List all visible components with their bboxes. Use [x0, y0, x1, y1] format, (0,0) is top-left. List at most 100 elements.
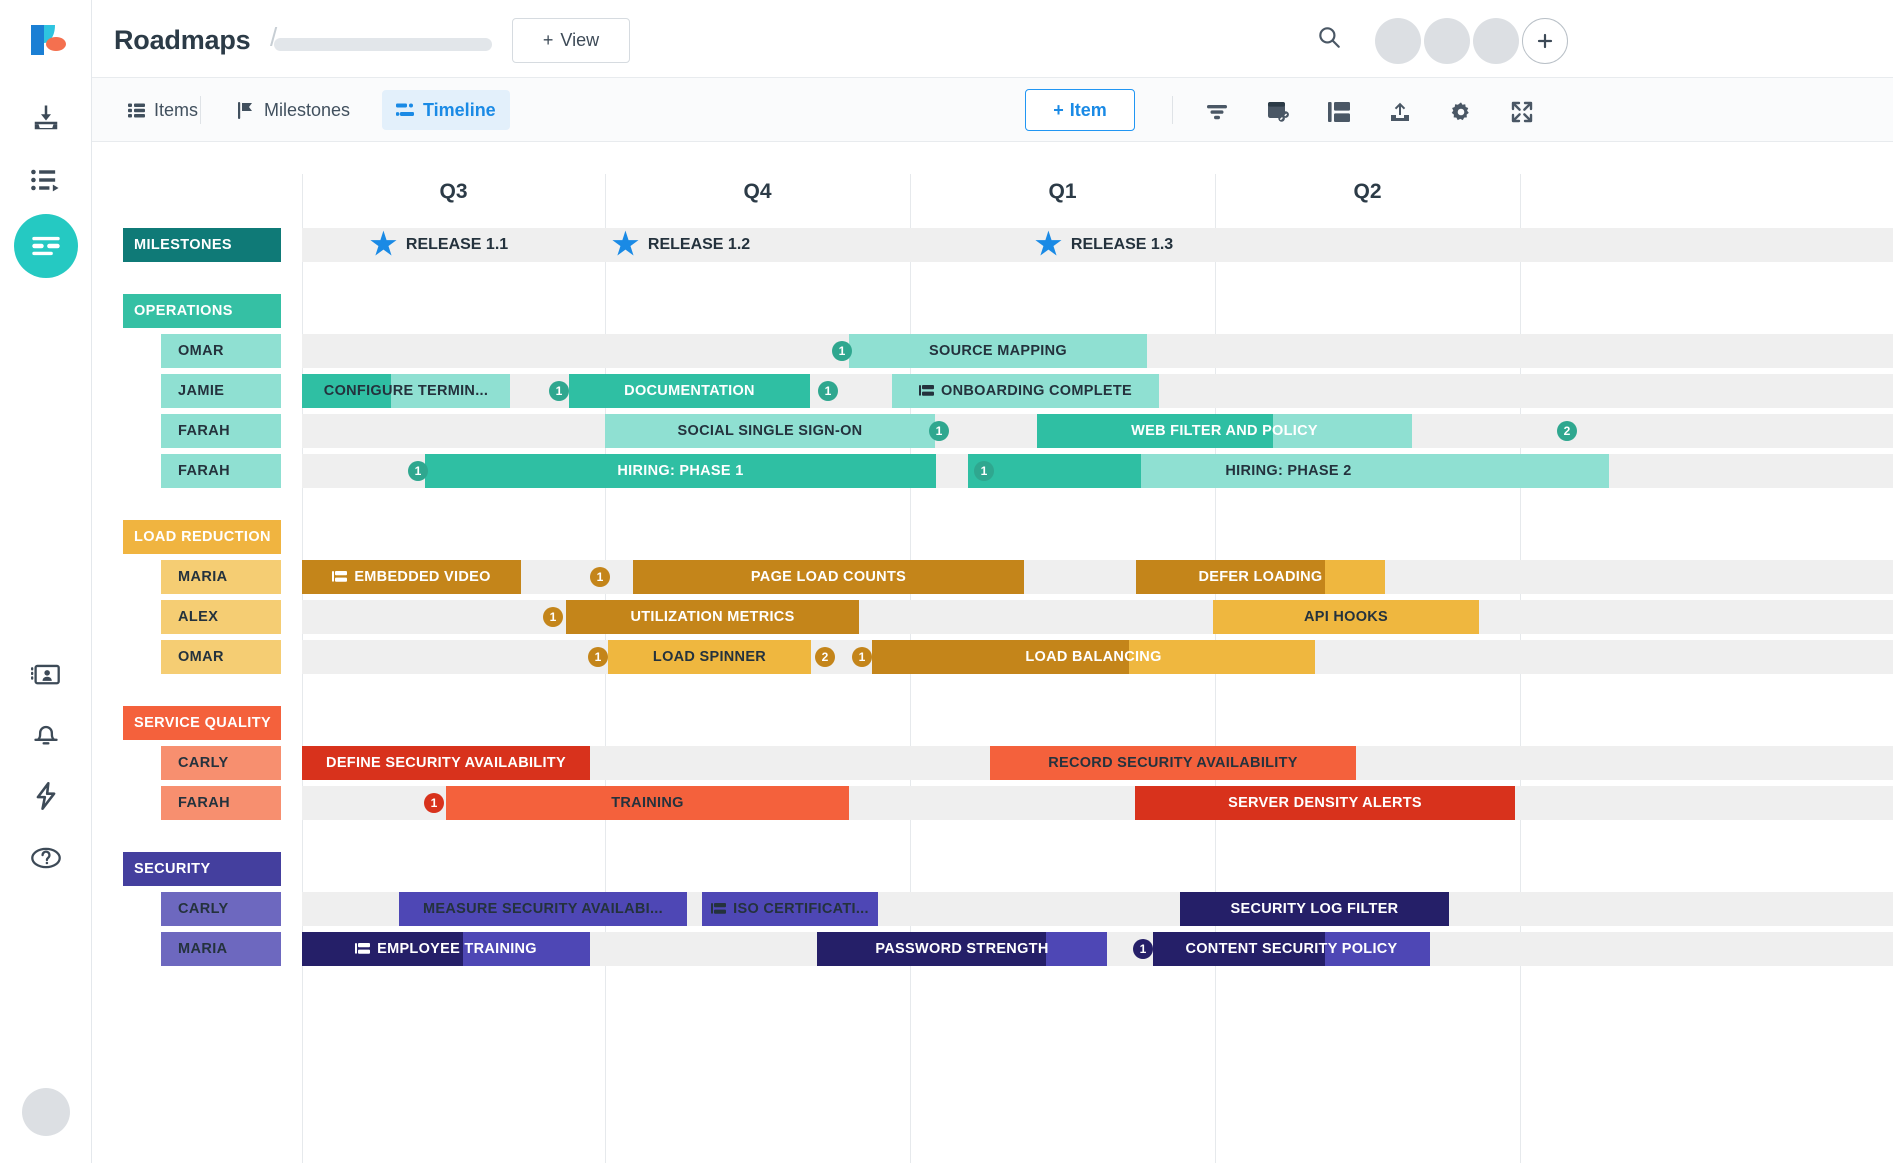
- breadcrumb-placeholder[interactable]: [274, 38, 492, 51]
- automation-bolt-icon[interactable]: [14, 764, 78, 828]
- dependency-badge[interactable]: 2: [1557, 421, 1577, 441]
- row-track[interactable]: [302, 600, 1893, 634]
- member-avatar[interactable]: [1375, 18, 1421, 64]
- card-link-icon[interactable]: [1261, 100, 1295, 124]
- dependency-badge[interactable]: 1: [974, 461, 994, 481]
- assignee-label[interactable]: MARIA: [161, 932, 281, 966]
- timeline-bar[interactable]: PASSWORD STRENGTH: [817, 932, 1107, 966]
- subtask-icon: [355, 942, 371, 956]
- filter-icon[interactable]: [1200, 100, 1234, 124]
- group-label-security[interactable]: SECURITY: [123, 852, 281, 886]
- dependency-badge[interactable]: 1: [543, 607, 563, 627]
- timeline-bar[interactable]: API HOOKS: [1213, 600, 1479, 634]
- timeline-bar[interactable]: CONTENT SECURITY POLICY: [1153, 932, 1430, 966]
- timeline-bar[interactable]: SERVER DENSITY ALERTS: [1135, 786, 1515, 820]
- tab-milestones[interactable]: Milestones: [224, 90, 364, 130]
- add-member-button[interactable]: [1522, 18, 1568, 64]
- dependency-badge[interactable]: 1: [832, 341, 852, 361]
- row-track[interactable]: [302, 560, 1893, 594]
- assignee-label[interactable]: JAMIE: [161, 374, 281, 408]
- settings-gear-icon[interactable]: [1444, 100, 1478, 124]
- tab-timeline[interactable]: Timeline: [382, 90, 510, 130]
- layout-columns-icon[interactable]: [1322, 100, 1356, 124]
- assignee-label[interactable]: FARAH: [161, 414, 281, 448]
- timeline-bar[interactable]: DEFINE SECURITY AVAILABILITY: [302, 746, 590, 780]
- assignee-label[interactable]: ALEX: [161, 600, 281, 634]
- dependency-badge[interactable]: 2: [815, 647, 835, 667]
- timeline-bar[interactable]: ONBOARDING COMPLETE: [892, 374, 1159, 408]
- bar-progress: [302, 374, 392, 408]
- dependency-badge[interactable]: 1: [549, 381, 569, 401]
- export-upload-icon[interactable]: [1383, 100, 1417, 124]
- group-label-load-reduction[interactable]: LOAD REDUCTION: [123, 520, 281, 554]
- user-avatar[interactable]: [22, 1088, 70, 1136]
- milestone-label: RELEASE 1.2: [647, 236, 751, 253]
- left-nav-rail: [0, 0, 92, 1163]
- assignee-label[interactable]: FARAH: [161, 454, 281, 488]
- roadmap-icon[interactable]: [14, 214, 78, 278]
- contact-card-icon[interactable]: [14, 642, 78, 706]
- timeline-bar[interactable]: EMPLOYEE TRAINING: [302, 932, 590, 966]
- dependency-badge[interactable]: 1: [588, 647, 608, 667]
- member-avatar[interactable]: [1424, 18, 1470, 64]
- assignee-label[interactable]: CARLY: [161, 892, 281, 926]
- member-avatar[interactable]: [1473, 18, 1519, 64]
- timeline-bar[interactable]: LOAD SPINNER: [608, 640, 811, 674]
- timeline-bar[interactable]: RECORD SECURITY AVAILABILITY: [990, 746, 1356, 780]
- milestone-marker[interactable]: ★RELEASE 1.2: [612, 228, 750, 262]
- assignee-label[interactable]: OMAR: [161, 334, 281, 368]
- timeline-bar[interactable]: PAGE LOAD COUNTS: [633, 560, 1024, 594]
- search-icon[interactable]: [1316, 24, 1342, 50]
- add-item-button[interactable]: + Item: [1025, 89, 1135, 131]
- inbox-icon[interactable]: [14, 86, 78, 150]
- page-header: Roadmaps / + View: [92, 0, 1893, 78]
- notifications-bell-icon[interactable]: [14, 702, 78, 766]
- group-label-operations[interactable]: OPERATIONS: [123, 294, 281, 328]
- timeline-bar[interactable]: HIRING: PHASE 2: [968, 454, 1609, 488]
- timeline-bar[interactable]: WEB FILTER AND POLICY: [1037, 414, 1412, 448]
- dependency-badge[interactable]: 1: [1133, 939, 1153, 959]
- tab-divider: [200, 96, 201, 124]
- milestone-track[interactable]: [302, 228, 1893, 262]
- bar-label: SOCIAL SINGLE SIGN-ON: [677, 423, 863, 439]
- timeline-bar[interactable]: SECURITY LOG FILTER: [1180, 892, 1449, 926]
- timeline-bar[interactable]: LOAD BALANCING: [872, 640, 1315, 674]
- add-item-label: Item: [1069, 99, 1107, 120]
- help-icon[interactable]: [14, 826, 78, 890]
- bar-progress: [1037, 414, 1274, 448]
- add-view-button[interactable]: + View: [512, 18, 630, 63]
- timeline-bar[interactable]: UTILIZATION METRICS: [566, 600, 859, 634]
- dependency-badge[interactable]: 1: [590, 567, 610, 587]
- add-view-label: View: [560, 30, 600, 50]
- milestone-marker[interactable]: ★RELEASE 1.3: [1035, 228, 1173, 262]
- dependency-badge[interactable]: 1: [408, 461, 428, 481]
- timeline-bar[interactable]: CONFIGURE TERMIN...: [302, 374, 510, 408]
- bar-label: DEFER LOADING: [1198, 569, 1323, 585]
- assignee-label[interactable]: FARAH: [161, 786, 281, 820]
- dependency-badge[interactable]: 1: [929, 421, 949, 441]
- milestone-marker[interactable]: ★RELEASE 1.1: [370, 228, 508, 262]
- timeline-bar[interactable]: MEASURE SECURITY AVAILABI...: [399, 892, 687, 926]
- timeline-bar[interactable]: SOCIAL SINGLE SIGN-ON: [605, 414, 935, 448]
- timeline-bar[interactable]: HIRING: PHASE 1: [425, 454, 936, 488]
- logo-icon[interactable]: [14, 8, 78, 72]
- timeline-bar[interactable]: EMBEDDED VIDEO: [302, 560, 521, 594]
- tab-items[interactable]: Items: [114, 90, 212, 130]
- dependency-badge[interactable]: 1: [852, 647, 872, 667]
- assignee-label[interactable]: CARLY: [161, 746, 281, 780]
- dependency-badge[interactable]: 1: [424, 793, 444, 813]
- dependency-badge[interactable]: 1: [818, 381, 838, 401]
- assignee-label[interactable]: MARIA: [161, 560, 281, 594]
- bar-label: ONBOARDING COMPLETE: [911, 383, 1140, 399]
- timeline-bar[interactable]: DOCUMENTATION: [569, 374, 810, 408]
- timeline-bar[interactable]: SOURCE MAPPING: [849, 334, 1147, 368]
- fullscreen-icon[interactable]: [1505, 100, 1539, 124]
- task-list-icon[interactable]: [14, 148, 78, 212]
- assignee-label[interactable]: OMAR: [161, 640, 281, 674]
- group-label-milestones[interactable]: MILESTONES: [123, 228, 281, 262]
- timeline-bar[interactable]: ISO CERTIFICATI...: [702, 892, 878, 926]
- timeline-bar[interactable]: DEFER LOADING: [1136, 560, 1385, 594]
- group-label-service-quality[interactable]: SERVICE QUALITY: [123, 706, 281, 740]
- timeline-bar[interactable]: TRAINING: [446, 786, 849, 820]
